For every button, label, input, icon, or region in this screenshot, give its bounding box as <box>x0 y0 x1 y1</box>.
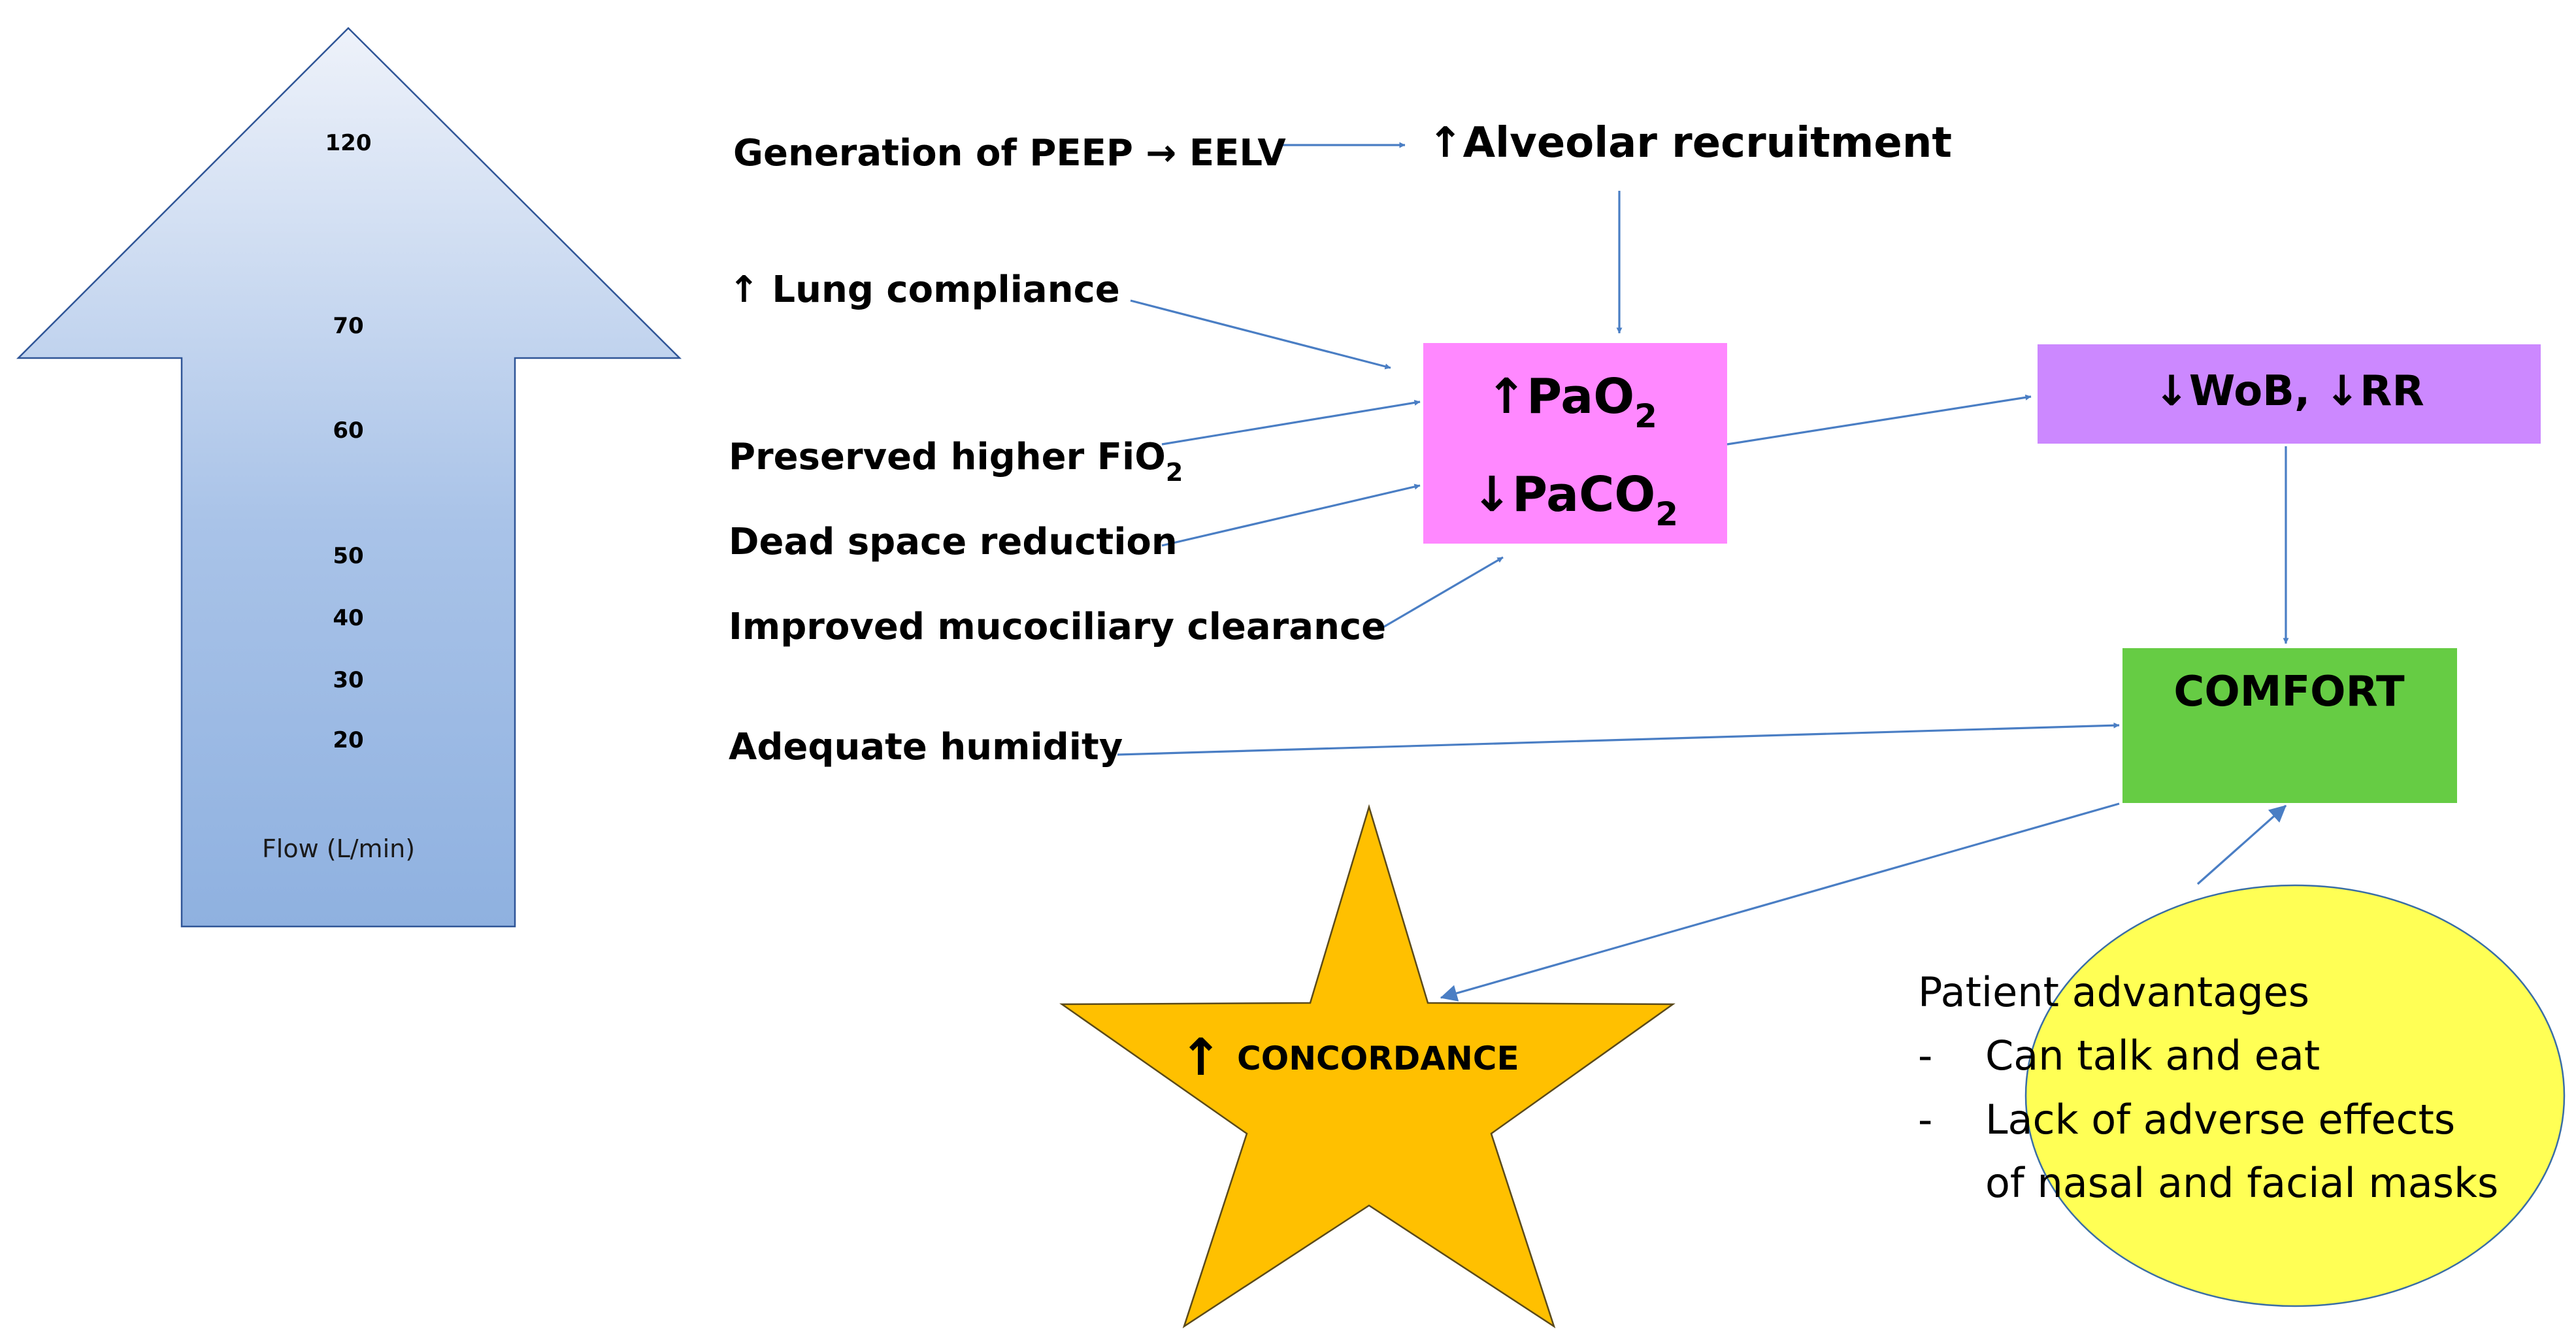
patient-item-adverse-effects: Lack of adverse effects <box>1985 1096 2455 1143</box>
connector-humidity-comfort <box>1117 722 2120 756</box>
connectors <box>1117 142 2289 1002</box>
label-alveolar-recruitment: ↑Alveolar recruitment <box>1428 119 1952 167</box>
flow-scale-20: 20 <box>333 727 363 753</box>
label-lung-compliance: ↑ Lung compliance <box>729 269 1120 311</box>
wob-rr-box: ↓WoB, ↓RR <box>2038 344 2541 444</box>
flow-scale-70: 70 <box>333 313 363 339</box>
paco2-label: ↓PaCO2 <box>1472 467 1678 533</box>
flow-scale-120: 120 <box>325 130 372 156</box>
paco2-main: ↓PaCO <box>1472 467 1655 523</box>
connector-lung-pao2 <box>1130 299 1391 370</box>
patient-item-masks: of nasal and facial masks <box>1985 1159 2498 1207</box>
concordance-star-shape <box>1059 804 1676 1328</box>
patient-advantages: Patient advantages - Can talk and eat - … <box>1918 884 2566 1307</box>
connector-gas-wob <box>1726 394 2032 446</box>
gas-exchange-box-bg <box>1423 343 1727 544</box>
connector-fio2-pao2 <box>1161 399 1421 446</box>
connector-patient-comfort <box>2196 804 2287 885</box>
label-preserved-fio2: Preserved higher FiO2 <box>729 436 1183 487</box>
paco2-subscript: 2 <box>1655 495 1678 533</box>
concordance-label: CONCORDANCE <box>1237 1040 1519 1077</box>
concordance-up-arrow: ↑ <box>1180 1028 1222 1087</box>
label-fio2-subscript: 2 <box>1166 458 1183 487</box>
label-mucociliary-clearance: Improved mucociliary clearance <box>729 606 1386 648</box>
pao2-subscript: 2 <box>1634 397 1657 435</box>
label-generation-of-peep: Generation of PEEP → EELV <box>733 132 1286 174</box>
wob-rr-box-bg <box>2038 344 2541 444</box>
patient-bullet-1: - <box>1918 1032 1932 1079</box>
label-dead-space-reduction: Dead space reduction <box>729 521 1178 563</box>
comfort-box-bg <box>2122 648 2457 803</box>
connector-comfort-concordance <box>1440 802 2120 1002</box>
connector-mucociliary-paco2 <box>1377 556 1504 632</box>
pao2-main: ↑PaO <box>1486 369 1634 425</box>
wob-rr-label: ↓WoB, ↓RR <box>2154 367 2424 416</box>
flow-scale-40: 40 <box>333 605 363 631</box>
concordance-star: ↑ CONCORDANCE <box>1059 804 1676 1328</box>
patient-advantages-title: Patient advantages <box>1918 968 2309 1016</box>
label-fio2-main: Preserved higher FiO <box>729 436 1166 478</box>
flow-axis-label: Flow (L/min) <box>262 834 415 863</box>
comfort-label: COMFORT <box>2173 668 2405 716</box>
flow-arrow-shape <box>16 27 682 928</box>
pao2-label: ↑PaO2 <box>1486 369 1657 435</box>
patient-bullet-2: - <box>1918 1096 1932 1143</box>
label-adequate-humidity: Adequate humidity <box>729 726 1123 768</box>
comfort-box: COMFORT <box>2122 648 2457 803</box>
patient-advantages-ellipse <box>2024 884 2566 1307</box>
flow-scale-30: 30 <box>333 667 363 693</box>
gas-exchange-box: ↑PaO2 ↓PaCO2 <box>1423 343 1727 544</box>
flow-scale-60: 60 <box>333 418 363 444</box>
flow-scale-50: 50 <box>333 543 363 569</box>
flow-arrow: 120 70 60 50 40 30 20 Flow (L/min) <box>16 27 682 928</box>
connector-deadspace-paco2 <box>1161 484 1421 547</box>
patient-item-talk-eat: Can talk and eat <box>1985 1032 2320 1079</box>
